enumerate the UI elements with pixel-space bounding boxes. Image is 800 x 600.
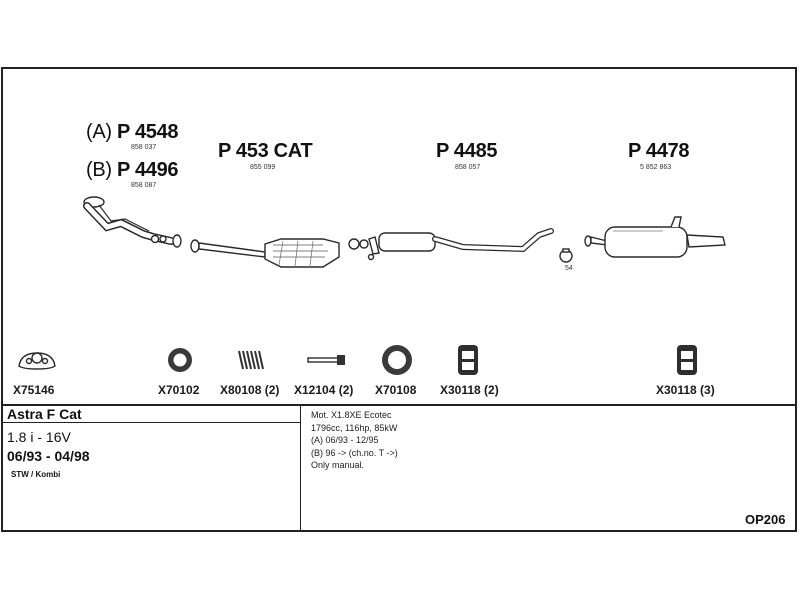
engine-info-line: Mot. X1.8XE Ecotec (311, 410, 392, 420)
rubber-mount-x30118-3-icon[interactable] (677, 345, 697, 375)
component-label-x70108: X70108 (375, 383, 417, 397)
vehicle-model-text: Astra F Cat (7, 406, 82, 422)
component-label-x30118-3: X30118 (3) (656, 383, 715, 397)
clamp-drawing[interactable] (559, 248, 573, 263)
gasket-x75146-icon[interactable] (18, 352, 56, 370)
part-rear-silencer[interactable]: P 4478 (628, 140, 690, 162)
table-divider-top (3, 404, 795, 406)
bolt-x12104-icon[interactable] (307, 355, 345, 365)
component-label-x12104: X12104 (2) (294, 383, 354, 397)
part-middle-silencer[interactable]: P 4485 (436, 140, 498, 162)
component-label-x30118-2: X30118 (2) (440, 383, 499, 397)
engine-info-line: (A) 06/93 - 12/95 (311, 435, 379, 445)
component-label-x80108: X80108 (2) (220, 383, 280, 397)
clamp-label: 54 (565, 265, 573, 272)
part-code-a: 858 037 (131, 144, 157, 151)
part-downpipe-a[interactable]: (A) P 4548 (86, 121, 179, 144)
rear-silencer-drawing[interactable] (584, 216, 726, 258)
part-number-b: P 4496 (117, 159, 179, 181)
vehicle-body: STW / Kombi (11, 470, 61, 479)
engine-info-line: (B) 96 -> (ch.no. T ->) (311, 447, 398, 458)
part-code-b: 858 087 (131, 182, 157, 189)
table-divider-vertical (300, 404, 301, 530)
engine-info: Mot. X1.8XE Ecotec 1796cc, 116hp, 85kW (… (311, 409, 398, 472)
table-divider-model (3, 422, 300, 423)
ring-x70108-icon[interactable] (382, 345, 412, 375)
engine-info-line: Only manual. (311, 460, 365, 470)
vehicle-model: Astra F Cat (7, 406, 82, 422)
variant-a-label: (A) (86, 121, 112, 143)
part-catalyst[interactable]: P 453 CAT (218, 140, 313, 162)
engine-info-line: 1796cc, 116hp, 85kW (311, 422, 398, 433)
catalyst-drawing[interactable] (190, 238, 340, 268)
part-code-catalyst: 855 099 (250, 164, 276, 171)
part-downpipe-b[interactable]: (B) P 4496 (86, 159, 179, 182)
vehicle-years: 06/93 - 04/98 (7, 448, 90, 464)
diagram-code: OP206 (745, 512, 786, 527)
middle-silencer-drawing[interactable] (348, 228, 554, 261)
component-label-x70102: X70102 (158, 383, 200, 397)
rubber-mount-x30118-icon[interactable] (458, 345, 478, 375)
part-code-middle: 858 057 (455, 164, 481, 171)
vehicle-engine-size: 1.8 i - 16V (7, 429, 71, 445)
exhaust-drawing (18, 196, 726, 375)
diagram-sheet: (A) P 4548 858 037 (B) P 4496 858 087 P … (1, 67, 797, 532)
component-label-x75146: X75146 (13, 383, 55, 397)
ring-x70102-icon[interactable] (168, 348, 192, 372)
part-number-a: P 4548 (117, 121, 179, 143)
downpipe-drawing[interactable] (83, 196, 182, 248)
part-code-rear: 5 852 863 (640, 164, 672, 171)
variant-b-label: (B) (86, 159, 112, 181)
spring-x80108-icon[interactable] (238, 350, 264, 370)
